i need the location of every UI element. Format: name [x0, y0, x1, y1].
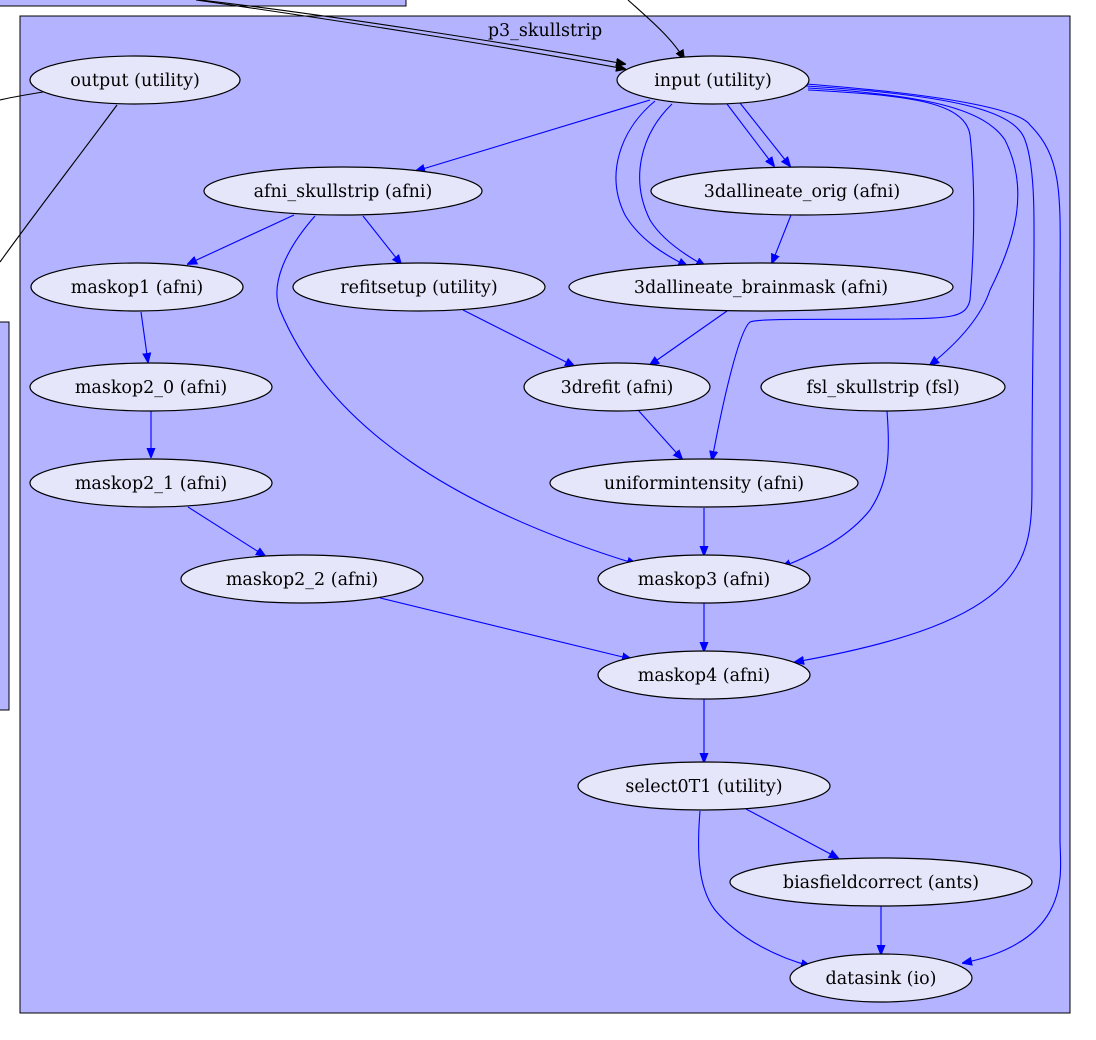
edge-input-fsl_skullstrip [807, 87, 1019, 365]
node-maskop4[interactable]: maskop4 (afni) [597, 650, 811, 700]
edge-input-uniformintensity [712, 89, 975, 460]
svg-text:maskop2_1 (afni): maskop2_1 (afni) [75, 474, 227, 494]
svg-text:input (utility): input (utility) [654, 71, 772, 91]
edge-input-3dallineate_orig-2 [739, 102, 790, 166]
edge-afni_skullstrip-maskop1 [188, 214, 295, 264]
svg-text:fsl_skullstrip (fsl): fsl_skullstrip (fsl) [806, 378, 959, 398]
svg-text:datasink (io): datasink (io) [826, 969, 937, 989]
svg-text:maskop4 (afni): maskop4 (afni) [638, 666, 770, 686]
edge-afni_skullstrip-maskop3 [276, 215, 636, 564]
edge-afni_skullstrip-refitsetup [362, 215, 401, 264]
edge-input-3dallineate_orig-1 [726, 103, 774, 166]
node-datasink[interactable]: datasink (io) [789, 953, 973, 1003]
node-fsl-skullstrip[interactable]: fsl_skullstrip (fsl) [760, 362, 1006, 412]
node-maskop2-0[interactable]: maskop2_0 (afni) [29, 362, 273, 412]
edge-3drefit-uniformintensity [637, 409, 682, 459]
edge-fsl_skullstrip-maskop3 [782, 410, 889, 567]
outer-cluster-left [0, 321, 10, 711]
edge-input-3dallineate_brainmask-2 [639, 103, 705, 266]
node-maskop2-2[interactable]: maskop2_2 (afni) [180, 554, 424, 604]
svg-text:maskop2_0 (afni): maskop2_0 (afni) [75, 378, 227, 398]
edge-external-in-3 [627, 0, 684, 59]
node-afni-skullstrip[interactable]: afni_skullstrip (afni) [203, 166, 483, 216]
node-maskop1[interactable]: maskop1 (afni) [30, 262, 244, 312]
node-3dallineate-orig[interactable]: 3dallineate_orig (afni) [650, 166, 954, 216]
svg-text:output (utility): output (utility) [70, 71, 200, 91]
edge-output-out-2 [0, 104, 118, 263]
svg-text:maskop3 (afni): maskop3 (afni) [638, 570, 770, 590]
svg-text:uniformintensity (afni): uniformintensity (afni) [604, 474, 804, 494]
edge-external-in-1 [199, 0, 625, 64]
edge-external-in-2 [195, 0, 625, 69]
node-uniformintensity[interactable]: uniformintensity (afni) [549, 458, 859, 508]
edge-3dallineate_orig-3dallineate_brainmask [772, 214, 792, 263]
node-maskop3[interactable]: maskop3 (afni) [597, 554, 811, 604]
node-3dallineate-brainmask[interactable]: 3dallineate_brainmask (afni) [568, 262, 954, 312]
node-maskop2-1[interactable]: maskop2_1 (afni) [29, 458, 273, 508]
edge-input-maskop4 [795, 85, 1035, 662]
svg-text:3dallineate_orig (afni): 3dallineate_orig (afni) [704, 182, 900, 202]
node-input[interactable]: input (utility) [616, 55, 810, 105]
node-select0T1[interactable]: select0T1 (utility) [577, 761, 831, 811]
svg-text:afni_skullstrip (afni): afni_skullstrip (afni) [254, 182, 433, 202]
svg-text:select0T1 (utility): select0T1 (utility) [625, 777, 782, 797]
svg-text:3drefit (afni): 3drefit (afni) [561, 378, 674, 398]
edge-input-3dallineate_brainmask-1 [615, 100, 687, 266]
edge-maskop2_2-maskop4 [379, 597, 631, 659]
edge-maskop1-maskop2_0 [140, 311, 148, 362]
edge-refitsetup-3drefit [462, 309, 574, 366]
outer-cluster-top [0, 0, 407, 7]
svg-text:maskop1 (afni): maskop1 (afni) [71, 278, 203, 298]
edge-select0T1-biasfieldcorrect [745, 808, 838, 858]
svg-text:3dallineate_brainmask (afni): 3dallineate_brainmask (afni) [634, 278, 888, 298]
node-refitsetup[interactable]: refitsetup (utility) [292, 262, 546, 312]
svg-text:biasfieldcorrect (ants): biasfieldcorrect (ants) [783, 873, 979, 893]
edge-3dallineate_brainmask-3drefit [650, 310, 728, 365]
svg-text:refitsetup (utility): refitsetup (utility) [340, 278, 498, 298]
node-biasfieldcorrect[interactable]: biasfieldcorrect (ants) [729, 857, 1033, 907]
edge-input-datasink [805, 83, 1062, 963]
cluster-label: p3_skullstrip [488, 21, 602, 41]
edge-maskop2_1-maskop2_2 [187, 506, 265, 556]
svg-text:maskop2_2 (afni): maskop2_2 (afni) [226, 570, 378, 590]
node-output[interactable]: output (utility) [29, 55, 241, 105]
edge-input-afni_skullstrip [416, 99, 651, 171]
edge-output-out-1 [0, 91, 44, 101]
node-3drefit[interactable]: 3drefit (afni) [523, 362, 711, 412]
edge-select0T1-datasink [698, 810, 810, 966]
